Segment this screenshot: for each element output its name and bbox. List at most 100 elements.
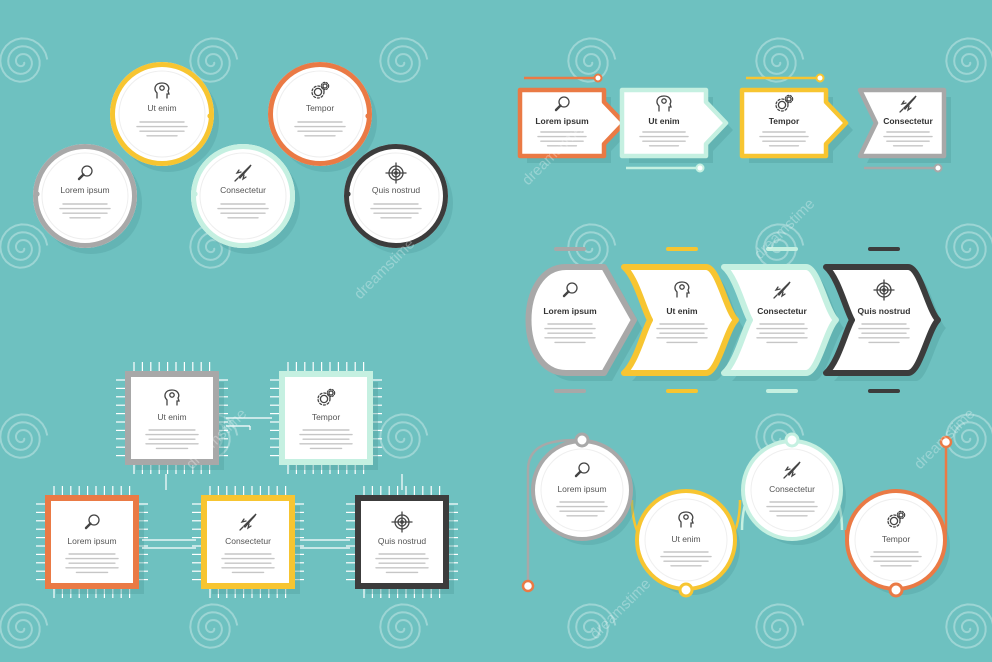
item-title: Ut enim <box>157 412 186 422</box>
item-title: Ut enim <box>147 103 176 113</box>
rocket-icon <box>899 95 917 113</box>
circle-step-3: Consectetur <box>191 144 300 254</box>
watermark-swirl-icon <box>567 603 617 649</box>
chip-pins <box>192 486 304 598</box>
circle-step-5: Quis nostrud <box>344 144 453 254</box>
watermark-swirl-icon <box>379 603 429 649</box>
chip-connectors <box>142 417 403 549</box>
head-icon <box>164 389 180 406</box>
watermark-swirl-icon <box>0 37 49 83</box>
chip-pins <box>346 486 458 598</box>
text-lines <box>299 429 353 450</box>
text-lines <box>59 203 111 219</box>
watermark-swirl-icon <box>189 37 239 83</box>
head-icon <box>678 511 694 528</box>
arrow-step-3: Tempor <box>739 73 853 163</box>
text-lines <box>375 553 429 574</box>
item-title: Tempor <box>882 534 911 544</box>
circle-step-2: Ut enim <box>110 62 219 172</box>
watermark-swirl-icon <box>945 223 992 269</box>
text-lines <box>537 131 587 147</box>
chip-step-5: Quis nostrud <box>346 486 458 598</box>
chip-pins <box>36 486 148 598</box>
gears-icon <box>887 510 906 528</box>
item-title: Consectetur <box>769 484 815 494</box>
path-step-1: Lorem ipsum <box>531 432 636 545</box>
item-title: Consectetur <box>225 536 271 546</box>
text-lines <box>145 429 199 450</box>
text-lines <box>858 323 910 344</box>
head-icon <box>154 82 170 99</box>
path-step-2: Ut enim <box>635 489 740 598</box>
rocket-icon <box>773 281 791 299</box>
text-lines <box>221 553 275 574</box>
item-title: Consectetur <box>757 306 807 316</box>
watermark-swirl-icon <box>945 603 992 649</box>
drop-step-1: Lorem ipsum <box>525 247 642 393</box>
rocket-icon <box>783 461 801 479</box>
head-icon <box>674 281 690 298</box>
magnifier-icon <box>84 514 100 530</box>
watermark-swirl-icon <box>755 413 805 459</box>
text-lines <box>294 121 346 137</box>
watermark-swirl-icon <box>189 603 239 649</box>
item-title: Quis nostrud <box>372 185 420 195</box>
item-title: Tempor <box>306 103 335 113</box>
path-step-3: Consectetur <box>741 432 846 545</box>
magnifier-icon <box>554 96 570 112</box>
text-lines <box>766 501 818 517</box>
target-icon <box>873 279 895 301</box>
watermark-swirl-icon <box>0 603 49 649</box>
text-lines <box>870 551 922 567</box>
text-lines <box>556 501 608 517</box>
drops-diagram: Lorem ipsum Ut enim Consectetur Quis nostru… <box>525 247 946 393</box>
watermark-swirl-icon <box>379 37 429 83</box>
item-title: Lorem ipsum <box>543 306 597 316</box>
item-title: Ut enim <box>671 534 700 544</box>
text-lines <box>883 131 933 147</box>
item-title: Ut enim <box>648 116 680 126</box>
text-lines <box>656 323 708 344</box>
text-lines <box>217 203 269 219</box>
text-lines <box>660 551 712 567</box>
watermark-swirl-icon <box>755 603 805 649</box>
text-lines <box>544 323 596 344</box>
item-title: Tempor <box>312 412 341 422</box>
text-lines <box>759 131 809 147</box>
target-icon <box>385 162 407 184</box>
item-title: Consectetur <box>220 185 266 195</box>
watermark-swirl-icon <box>567 37 617 83</box>
text-lines <box>65 553 119 574</box>
arrow-step-1: Lorem ipsum <box>517 73 631 163</box>
magnifier-icon <box>574 462 590 478</box>
text-lines <box>370 203 422 219</box>
text-lines <box>756 323 808 344</box>
watermark-swirl-icon <box>945 37 992 83</box>
drop-step-2: Ut enim <box>621 247 744 393</box>
gears-icon <box>311 81 330 99</box>
item-title: Lorem ipsum <box>60 185 109 195</box>
magnifier-icon <box>562 282 578 298</box>
item-title: Ut enim <box>666 306 698 316</box>
item-title: Lorem ipsum <box>67 536 116 546</box>
text-lines <box>639 131 689 147</box>
item-title: Quis nostrud <box>858 306 911 316</box>
circle-step-1: Lorem ipsum <box>33 144 142 254</box>
watermark-swirl-icon <box>0 413 49 459</box>
drop-step-4: Quis nostrud <box>823 247 946 393</box>
chip-step-3: Lorem ipsum <box>36 486 148 598</box>
item-title: Tempor <box>769 116 800 126</box>
chip-pins <box>116 362 228 474</box>
chip-step-2: Tempor <box>270 362 382 474</box>
circle-step-4: Tempor <box>268 62 377 172</box>
watermark-swirl-icon <box>379 413 429 459</box>
watermark-swirl-icon <box>755 37 805 83</box>
chip-pins <box>270 362 382 474</box>
item-title: Lorem ipsum <box>535 116 589 126</box>
text-lines <box>136 121 188 137</box>
item-title: Quis nostrud <box>378 536 426 546</box>
